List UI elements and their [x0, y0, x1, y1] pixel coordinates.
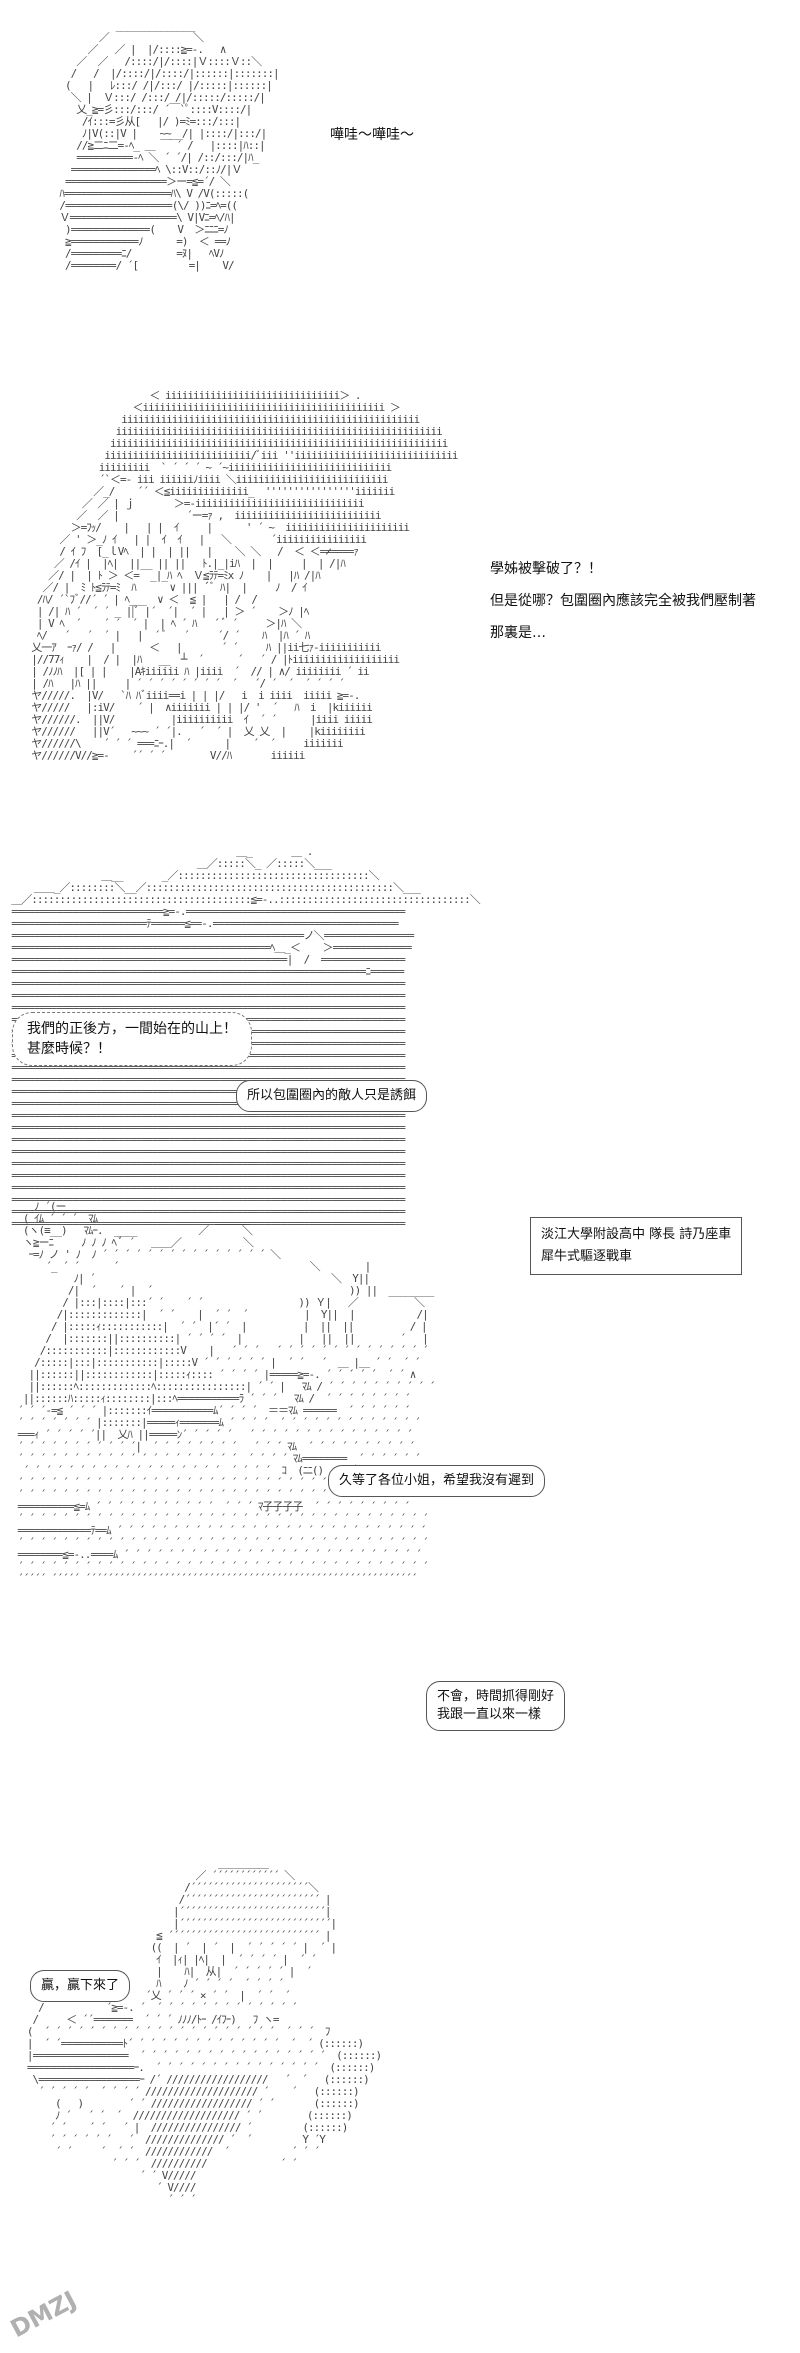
panel-2: ＜ iiiiiiiiiiiiiiiiiiiiiiiiiiiiiii＞ . ＜ii… [0, 370, 800, 840]
dialogue-line-2: 但是從哪？包圍圈內應該完全被我們壓制著 [490, 593, 756, 609]
ascii-art-character-1: ______________ ／ ＼ ／ ／ | |/::::≧=-. ∧ ／ … [59, 19, 279, 272]
speech-bubble: 所以包圍圈內的敵人只是誘餌 [236, 1080, 428, 1112]
panel-3: ＿_ ＿ . ＿／:::::＼_ ／:::::＼___ ＿__ _／::::::… [0, 840, 800, 1230]
panel-4: ﾉ ´(ー ( ｲﾑ ´ ´ ´ ﾏﾑ ______ (ヽ(≡__) ﾏﾑｰ. … [0, 1195, 800, 1835]
speech-bubble-2-line-2: 我跟一直以來一樣 [437, 1707, 542, 1722]
speech-bubble-1: 久等了各位小姐，希望我沒有遲到 [328, 1465, 546, 1497]
shout-cloud: 我們的正後方，一間始在的山上！ 甚麼時候？！ [12, 1012, 252, 1066]
sfx-text: 嘩哇～嘩哇～ [330, 127, 414, 143]
shout-line-1: 我們的正後方，一間始在的山上！ [27, 1021, 237, 1037]
watermark-logo-icon: DMZJ [6, 2286, 81, 2344]
dialogue-line-3: 那裏是… [490, 625, 546, 641]
panel-5: ＿＿＿＿＿ ／ ´´´´´´´´´´´´ ＼ /´´´´´´´´´´´´´´´´… [0, 1850, 800, 2344]
ascii-art-character-5: ＿＿＿＿＿ ／ ´´´´´´´´´´´´ ＼ /´´´´´´´´´´´´´´´´… [26, 1857, 382, 2206]
caption-line-1: 淡江大學附設高中 隊長 詩乃座車 [541, 1227, 732, 1242]
watermark-logo: DMZJ [1, 2277, 90, 2350]
ascii-art-landscape: ＿_ ＿ . ＿／:::::＼_ ／:::::＼___ ＿__ _／::::::… [11, 845, 481, 1230]
caption-line-2: 犀牛式驅逐戰車 [541, 1249, 633, 1264]
dialogue-line-1: 學姊被擊破了？！ [490, 561, 602, 577]
caption-box: 淡江大學附設高中 隊長 詩乃座車 犀牛式驅逐戰車 [530, 1217, 743, 1275]
shout-line-2: 甚麼時候？！ [27, 1041, 111, 1057]
watermark-text: DMZJ [6, 2286, 81, 2344]
panel-1: ______________ ／ ＼ ／ ／ | |/::::≧=-. ∧ ／ … [0, 0, 800, 350]
ascii-art-tank-scene: ﾉ ´(ー ( ｲﾑ ´ ´ ´ ﾏﾑ ______ (ヽ(≡__) ﾏﾑｰ. … [17, 1200, 435, 1585]
ascii-art-character-2: ＜ iiiiiiiiiiiiiiiiiiiiiiiiiiiiiii＞ . ＜ii… [31, 389, 458, 762]
speech-bubble-2: 不會，時間抓得剛好 我跟一直以來一樣 [426, 1681, 566, 1731]
speech-bubble-2-line-1: 不會，時間抓得剛好 [437, 1689, 555, 1704]
speech-bubble: 贏，贏下來了 [30, 1970, 131, 2002]
